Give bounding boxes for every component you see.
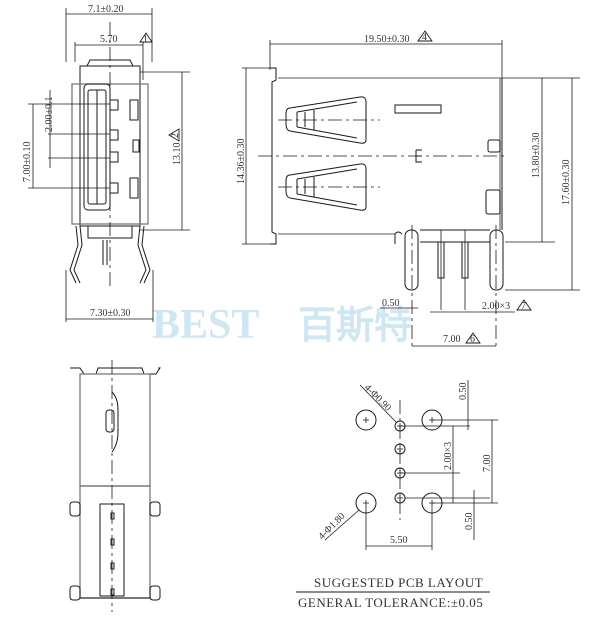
callout-1-icon: 1 [139, 32, 153, 45]
dim-lead-span: 7.30±0.30 [90, 308, 131, 319]
dim-overall-width: 7.1±0.20 [88, 4, 124, 15]
mount-hole [355, 409, 377, 431]
watermark: BEST 百斯特 [152, 302, 412, 348]
svg-text:7: 7 [521, 301, 526, 312]
notes: SUGGESTED PCB LAYOUT GENERAL TOLERANCE:±… [296, 575, 490, 610]
pcb-layout: 4-Φ0.90 4-Φ1.80 5.50 2.00×3 7.00 0.50 0.… [316, 380, 498, 550]
front-view: 7.1±0.20 5.70 1 2.00±0.1 7.00±0.1 [22, 4, 190, 322]
callout-4-icon: 4 [417, 30, 433, 43]
side-view: 19.50±0.30 4 14.36±0.30 [236, 30, 580, 350]
dim-pin-span: 7.00±0.10 [22, 142, 33, 183]
dim-signal-pitch: 2.00×3 [443, 442, 454, 470]
dim-signal-holes: 4-Φ0.90 [362, 382, 393, 413]
dim-side-lead-span: 7.00 [443, 334, 461, 345]
dim-body-height: 14.36±0.30 [236, 139, 247, 185]
dim-side-pin-pitch: 2.00×3 [482, 301, 510, 312]
dim-bottom-offset: 0.50 [464, 513, 475, 531]
dim-opening-width: 5.70 [100, 34, 118, 45]
callout-7-icon: 7 [516, 299, 532, 312]
svg-text:4: 4 [422, 32, 427, 43]
dim-length: 19.50±0.30 [364, 34, 410, 45]
dim-hole-spacing-x: 5.50 [390, 535, 408, 546]
callout-2-icon: 2 [168, 128, 181, 142]
watermark-latin: BEST [152, 302, 259, 348]
dim-top-offset: 0.50 [458, 383, 469, 401]
bottom-view [69, 360, 161, 612]
dim-mount-spacing-y: 7.00 [482, 455, 493, 473]
watermark-chinese: 百斯特 [298, 303, 412, 347]
dim-mount-holes: 4-Φ1.80 [316, 511, 347, 542]
dim-pin-pitch: 2.00±0.1 [44, 97, 55, 133]
dim-lead-offset: 0.50 [382, 298, 400, 309]
svg-text:6: 6 [470, 334, 475, 345]
callout-6-icon: 6 [465, 332, 481, 345]
note-title: SUGGESTED PCB LAYOUT [314, 575, 483, 590]
svg-text:1: 1 [143, 34, 148, 45]
note-tolerance: GENERAL TOLERANCE:±0.05 [298, 595, 483, 610]
dim-total-height: 17.60±0.30 [561, 160, 572, 206]
svg-text:2: 2 [170, 133, 181, 138]
dim-height: 13.10 [172, 143, 183, 166]
dim-height-to-board: 13.80±0.30 [531, 133, 542, 179]
